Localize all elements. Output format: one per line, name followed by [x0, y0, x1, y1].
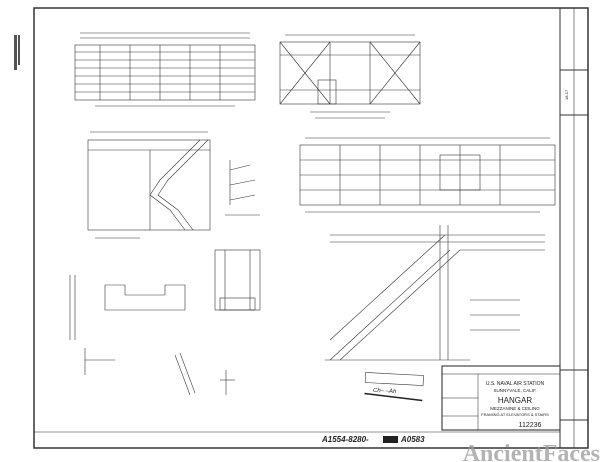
station-location: SUNNYVALE, CALIF. — [494, 388, 537, 393]
title-block-frame — [34, 365, 561, 433]
watermark: AncientFaces — [463, 441, 600, 462]
archive-number-2: A0583 — [400, 435, 425, 444]
building-name: HANGAR — [498, 396, 532, 405]
left-margin-notes — [14, 35, 20, 70]
mezzanine-floor-plan — [74, 32, 256, 107]
redaction-mark — [383, 436, 398, 443]
sheet-subtitle-2: FRAMING AT ELEVATORS & STAIRS — [481, 412, 549, 417]
handwritten-stamp: Ch– –Ah — [373, 388, 397, 395]
sheet-number: 18-17 — [564, 89, 569, 100]
ceiling-framing-plan — [279, 34, 421, 119]
sheet-subtitle-1: MEZZANINE & CEILING — [490, 406, 540, 411]
section-details — [69, 249, 261, 396]
mezzanine-elevation — [299, 137, 556, 213]
stair-section-plan — [87, 131, 211, 239]
revision-stamp — [364, 372, 424, 402]
railing-detail — [225, 160, 260, 216]
station-name: U.S. NAVAL AIR STATION — [486, 381, 545, 387]
archive-number: A1554-8280- — [321, 435, 369, 444]
drawing-number: 112236 — [519, 422, 542, 429]
stair-elevation — [325, 225, 545, 361]
